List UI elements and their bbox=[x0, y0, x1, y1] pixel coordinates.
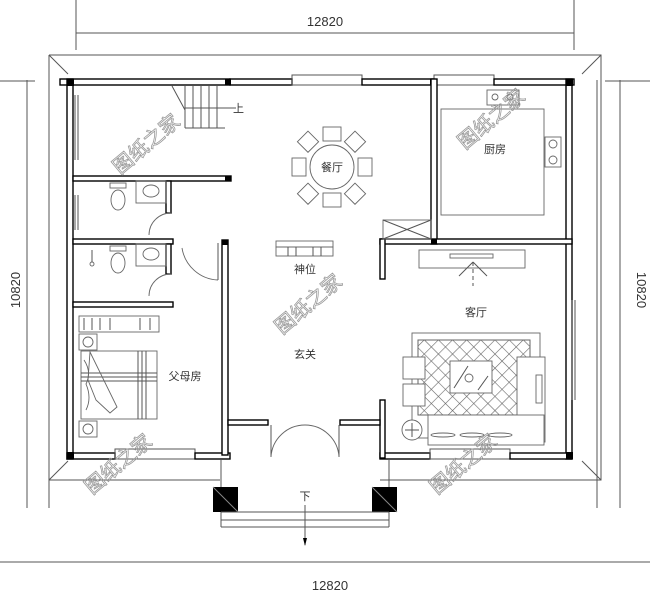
room-label-kitchen: 厨房 bbox=[484, 143, 506, 156]
dimension-left-label: 10820 bbox=[8, 272, 23, 308]
dimension-top-label: 12820 bbox=[307, 14, 343, 29]
room-label-shrine: 神位 bbox=[294, 262, 316, 276]
staircase: 上 bbox=[171, 85, 244, 129]
shrine: 神位 bbox=[275, 240, 334, 276]
stair-up-label: 上 bbox=[233, 102, 244, 115]
bathroom-1 bbox=[109, 180, 172, 236]
interior-walls bbox=[72, 78, 573, 459]
eave-outline bbox=[48, 54, 602, 481]
living-room: 客厅 bbox=[401, 249, 546, 446]
dimension-left: 10820 bbox=[0, 80, 50, 508]
dimension-right-label: 10820 bbox=[634, 272, 649, 308]
dining-table: 餐厅 bbox=[291, 126, 373, 208]
dimension-top: 12820 bbox=[75, 0, 575, 50]
exterior-walls bbox=[59, 74, 576, 460]
room-label-foyer: 玄关 bbox=[294, 347, 316, 361]
watermark: 图纸之家 bbox=[80, 429, 157, 499]
entrance-porch: 下 bbox=[212, 460, 398, 546]
bathroom-2 bbox=[89, 243, 219, 297]
room-label-living: 客厅 bbox=[465, 305, 487, 319]
room-label-dining: 餐厅 bbox=[321, 160, 343, 174]
dimension-bottom-label: 12820 bbox=[312, 578, 348, 593]
watermark: 图纸之家 bbox=[270, 269, 347, 339]
main-entrance-door bbox=[270, 424, 340, 458]
room-label-parents-bedroom: 父母房 bbox=[169, 370, 202, 383]
watermark: 图纸之家 bbox=[108, 109, 185, 179]
kitchen: 厨房 bbox=[382, 89, 562, 240]
dimension-right: 10820 bbox=[596, 80, 650, 508]
stair-down-label: 下 bbox=[300, 490, 311, 503]
parents-bedroom: 父母房 bbox=[78, 315, 202, 438]
dimension-bottom: 12820 bbox=[0, 561, 650, 593]
